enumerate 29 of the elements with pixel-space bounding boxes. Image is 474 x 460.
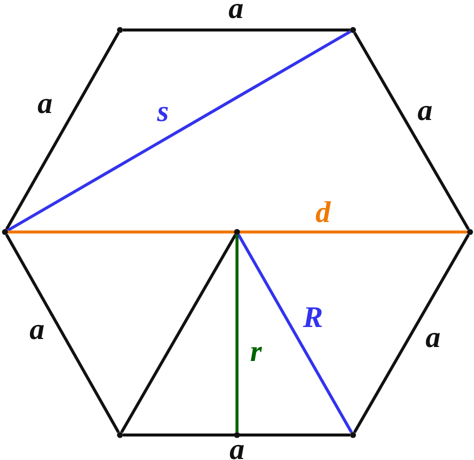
edge-label: a: [416, 99, 434, 123]
vertex-dot: [117, 432, 123, 438]
line-segment: [236, 235, 238, 432]
line-segment: [120, 234, 237, 434]
edge-label: a: [228, 0, 244, 21]
line-segment: [123, 434, 350, 436]
edge-label: r: [249, 340, 263, 364]
line-segment: [5, 234, 120, 434]
vertex-dot: [117, 27, 123, 33]
edge-label: d: [314, 201, 332, 225]
edge-label: a: [28, 318, 46, 342]
edge-label: a: [424, 326, 442, 350]
line-segment: [353, 32, 470, 230]
line-segment: [6, 30, 352, 232]
vertex-dot: [467, 229, 473, 235]
edge-label: s: [156, 100, 170, 124]
line-segment: [237, 234, 353, 434]
line-segment: [5, 32, 120, 230]
vertex-dot: [2, 229, 8, 235]
vertex-dot: [350, 27, 356, 33]
line-segment: [353, 234, 470, 434]
edge-label: a: [36, 92, 54, 116]
edge-label: R: [302, 306, 324, 330]
line-segment: [123, 28, 350, 32]
vertex-dot: [350, 432, 356, 438]
vertex-dot: [234, 229, 240, 235]
line-segment: [8, 230, 467, 234]
edge-label: a: [228, 438, 246, 460]
vertex-dot: [234, 432, 240, 438]
